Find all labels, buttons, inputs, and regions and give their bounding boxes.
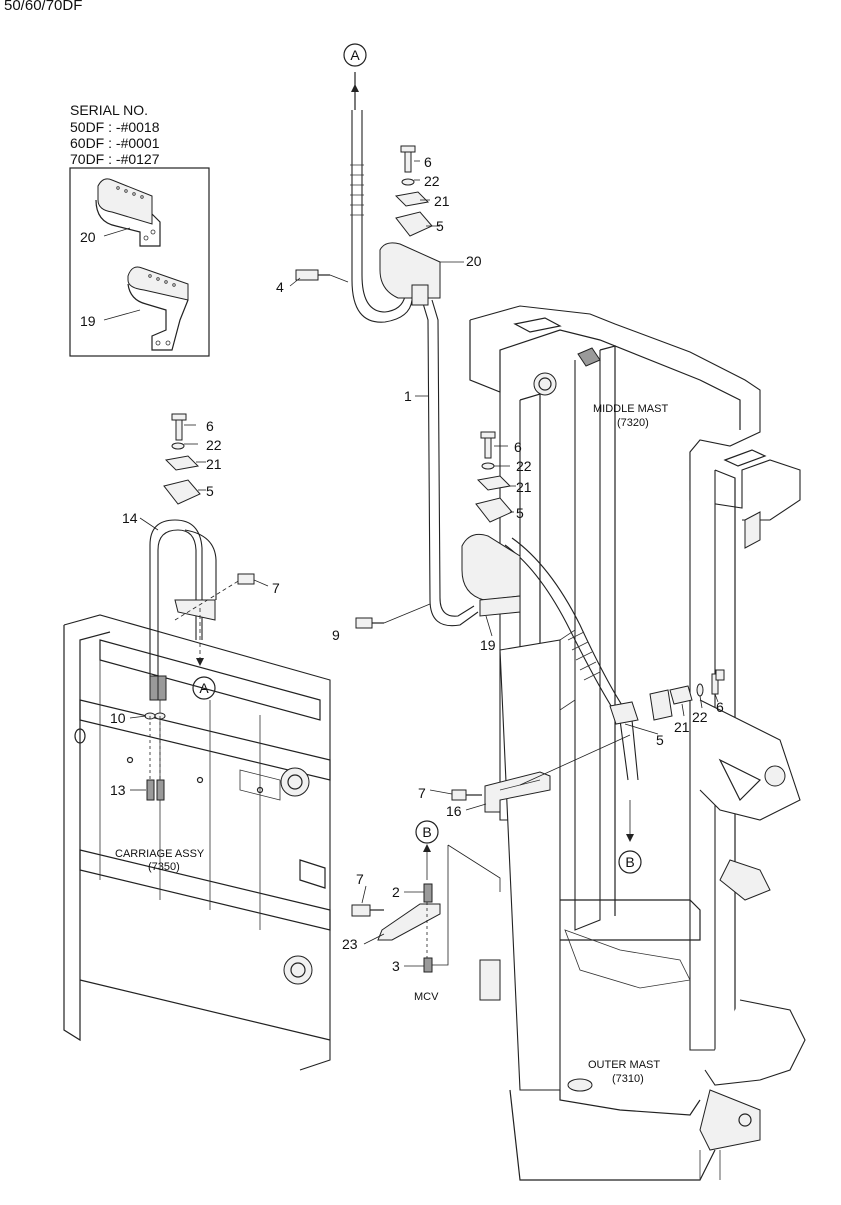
valve-fittings: [351, 883, 441, 973]
outer-mast: [479, 639, 806, 1181]
callout-mid-22: 22: [516, 458, 532, 474]
inset-clamp-19: [103, 266, 189, 351]
callout-mid-6: 6: [514, 439, 522, 455]
clamp-set-left: [163, 413, 255, 585]
serial-line-60df: 60DF : -#0001: [70, 135, 160, 151]
svg-text:A: A: [350, 47, 360, 63]
callout-mid-5: 5: [516, 505, 524, 521]
callout-valve-2: 2: [392, 884, 400, 900]
inset-label-20: 20: [80, 229, 96, 245]
serial-line-50df: 50DF : -#0018: [70, 119, 160, 135]
serial-inset-frame: [69, 167, 210, 357]
callout-right-22: 22: [692, 709, 708, 725]
callout-valve-23: 23: [342, 936, 358, 952]
callout-top-5: 5: [436, 218, 444, 234]
callout-left-5: 5: [206, 483, 214, 499]
callout-mid-19: 19: [480, 637, 496, 653]
connector-b-valve: B: [415, 820, 439, 844]
outer-mast-code: (7310): [612, 1073, 644, 1085]
outer-mast-name: OUTER MAST: [588, 1059, 660, 1071]
callout-right-5: 5: [656, 732, 664, 748]
inset-label-19: 19: [80, 313, 96, 329]
callout-left-7: 7: [272, 580, 280, 596]
callout-left-10: 10: [110, 710, 126, 726]
carriage-name: CARRIAGE ASSY: [115, 848, 205, 860]
callout-left-22: 22: [206, 437, 222, 453]
inset-clamp-20: [95, 178, 161, 247]
callout-bracket-16: 16: [446, 803, 462, 819]
hose-assembly-14: [149, 519, 217, 701]
callout-top-6: 6: [424, 154, 432, 170]
connector-a-left: A: [192, 676, 216, 700]
svg-text:A: A: [199, 680, 209, 696]
middle-mast-code: (7320): [617, 417, 649, 429]
clamp-set-right: [609, 669, 725, 725]
callout-left-6: 6: [206, 418, 214, 434]
connector-a-top: A: [343, 43, 367, 67]
valve-label-mcv: MCV: [414, 991, 439, 1003]
clamp-set-top: [295, 145, 441, 306]
callout-top-4: 4: [276, 279, 284, 295]
carriage-assembly: [63, 614, 331, 1071]
callout-top-21: 21: [434, 193, 450, 209]
connector-b-right: B: [618, 850, 642, 874]
callout-hose-1: 1: [404, 388, 412, 404]
callout-left-14: 14: [122, 510, 138, 526]
callout-mid-9: 9: [332, 627, 340, 643]
callout-bracket-7: 7: [418, 785, 426, 801]
callout-top-20: 20: [466, 253, 482, 269]
callout-right-21: 21: [674, 719, 690, 735]
left-fittings: [144, 712, 166, 801]
callout-right-6: 6: [716, 699, 724, 715]
callout-valve-3: 3: [392, 958, 400, 974]
serial-heading: SERIAL NO.: [70, 102, 148, 118]
serial-line-70df: 70DF : -#0127: [70, 151, 160, 167]
clamp-set-middle: [355, 431, 521, 629]
callout-left-13: 13: [110, 782, 126, 798]
callout-top-22: 22: [424, 173, 440, 189]
svg-text:B: B: [625, 854, 634, 870]
middle-mast-name: MIDDLE MAST: [593, 403, 668, 415]
callout-left-21: 21: [206, 456, 222, 472]
model-title: 50/60/70DF: [4, 0, 82, 14]
svg-text:B: B: [422, 824, 431, 840]
callout-mid-21: 21: [516, 479, 532, 495]
serial-inset: SERIAL NO. 50DF : -#0018 60DF : -#0001 7…: [69, 102, 210, 357]
callout-valve-7: 7: [356, 871, 364, 887]
carriage-code: (7350): [148, 861, 180, 873]
